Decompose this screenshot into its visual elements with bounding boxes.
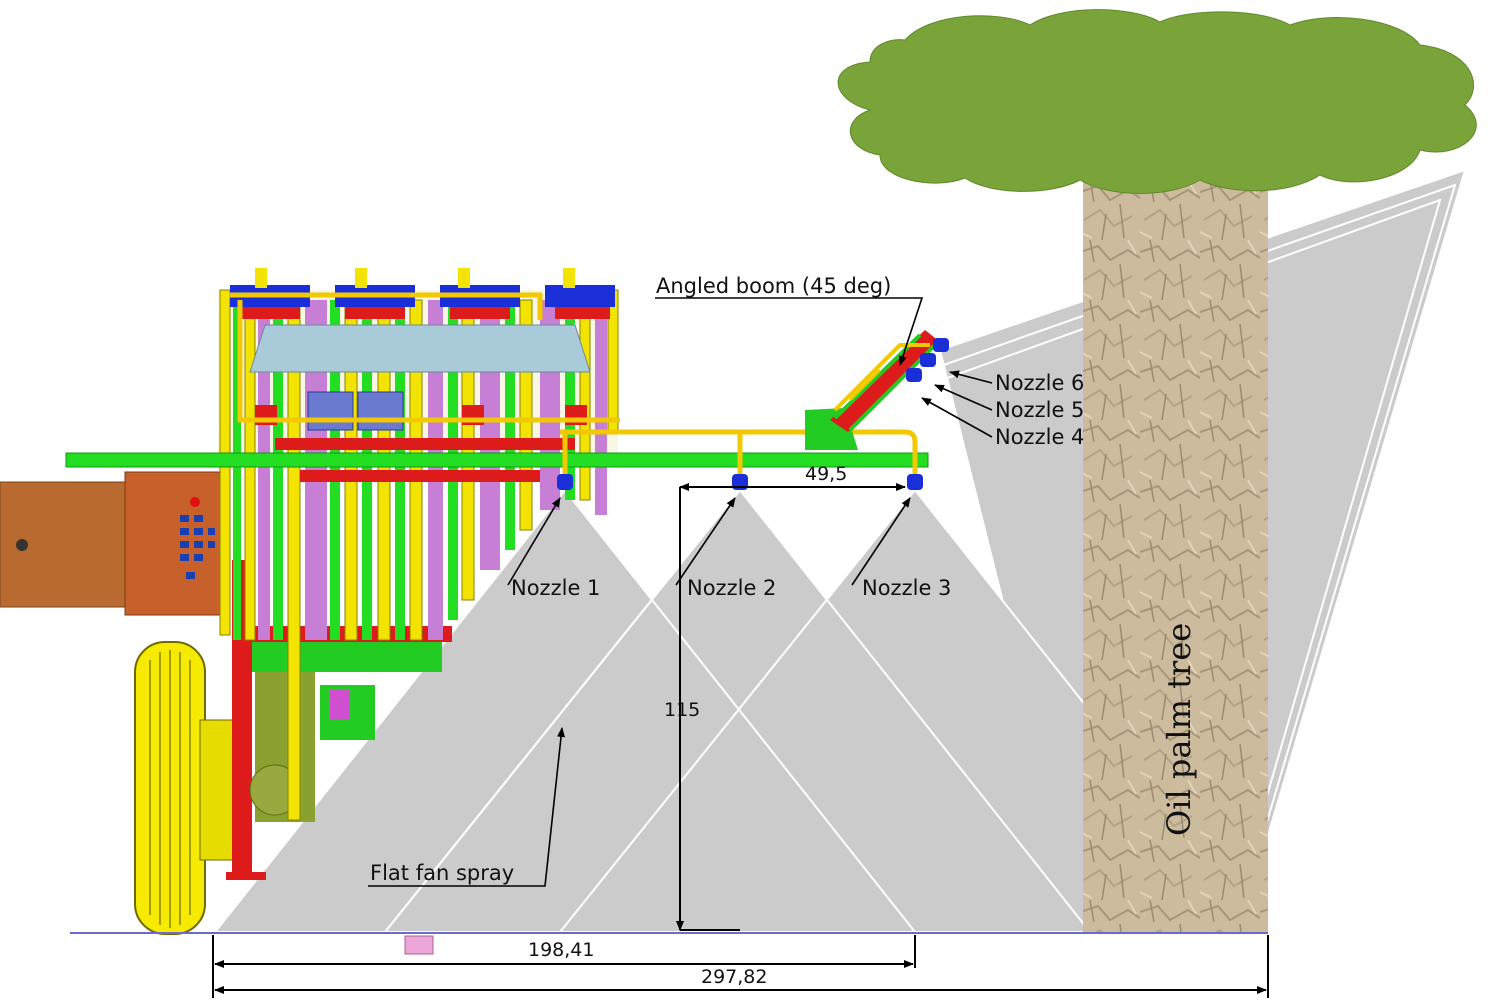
nozzle-6-head	[933, 338, 949, 352]
nozzle-6-label: Nozzle 6	[995, 371, 1085, 395]
nozzle-2-label: Nozzle 2	[687, 576, 777, 600]
nozzle-4-label: Nozzle 4	[995, 425, 1085, 449]
tree-canopy	[837, 9, 1477, 194]
oil-palm-tree-label: Oil palm tree	[1160, 622, 1198, 836]
sprayer-machine	[0, 268, 949, 955]
nozzle-1-label: Nozzle 1	[511, 576, 601, 600]
control-buttons	[180, 515, 215, 579]
oil-palm-tree	[837, 9, 1477, 932]
nozzle-1-head	[557, 474, 573, 490]
nozzle-5-head	[920, 353, 936, 367]
total-width-dimension: 297,82	[701, 966, 768, 988]
tree-trunk	[1083, 175, 1268, 932]
nozzle-4-head	[906, 368, 922, 382]
nozzle-3-head	[907, 474, 923, 490]
boom-pipe	[560, 429, 918, 478]
nozzle-3-label: Nozzle 3	[862, 576, 952, 600]
control-box-left	[0, 481, 131, 608]
main-beam	[65, 452, 929, 468]
nozzle-spacing-dimension: 49,5	[805, 463, 848, 485]
indicator-dot	[16, 539, 28, 551]
nozzle-height-dimension: 115	[664, 699, 701, 721]
nozzle-5-label: Nozzle 5	[995, 398, 1085, 422]
dimension-lines	[212, 483, 1269, 998]
wheel	[134, 641, 236, 935]
spray-width-dimension: 198,41	[528, 939, 595, 961]
spray-tank	[249, 324, 591, 373]
angled-boom	[805, 330, 940, 450]
flat-fan-spray-label: Flat fan spray	[370, 861, 515, 885]
leader-lines	[368, 297, 993, 887]
angled-boom-label: Angled boom (45 deg)	[656, 274, 892, 298]
